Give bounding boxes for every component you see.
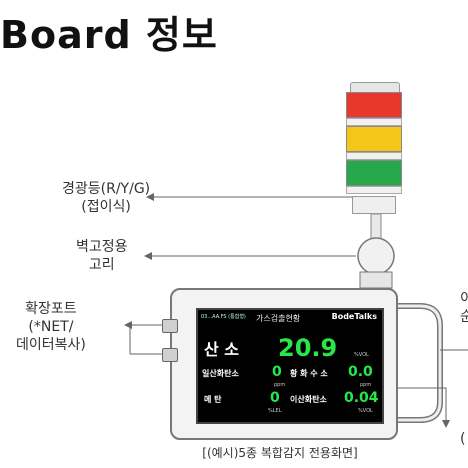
diagram-caption: [(예시)5종 복합감지 전용화면] — [202, 446, 358, 460]
gas-name-co2: 이산화탄소 — [290, 395, 327, 404]
port-label: 확장포트 (*NET/ 데이터복사) — [16, 301, 86, 353]
right-label-cut-1: 이 — [460, 291, 468, 307]
right-label-cut-2: 순 — [460, 309, 468, 325]
page-title: Board 정보 — [0, 13, 218, 57]
tower-lamp-separator — [346, 186, 402, 194]
gas-name-oxygen: 산 소 — [204, 340, 240, 359]
gas-name-methane: 메 탄 — [204, 395, 222, 404]
gas-value-methane: 0 — [270, 390, 280, 406]
tower-lamp — [344, 82, 404, 214]
right-label-cut-3: ( — [460, 431, 466, 447]
wall-hook-label: 벽고정용 고리 — [76, 239, 128, 273]
gas-name-h2s: 황 화 수 소 — [290, 369, 328, 378]
gas-name-co: 일산화탄소 — [202, 369, 239, 378]
expansion-port-bottom — [162, 348, 178, 362]
screen-title: 가스검출현황 — [256, 314, 301, 323]
gas-unit-co2: %VOL — [358, 408, 373, 414]
gas-value-h2s: 0.0 — [348, 364, 373, 380]
tower-lamp-separator — [346, 152, 402, 160]
tower-lamp-base — [352, 196, 396, 214]
device-screen: 03...AA.FS (통합형) 가스검출현황 BodeTalks 산 소 20… — [196, 308, 384, 424]
tower-lamp-yellow — [346, 126, 402, 152]
gas-value-co: 0 — [272, 364, 282, 380]
tower-lamp-separator — [346, 118, 402, 126]
tower-lamp-green — [346, 160, 402, 186]
tower-lamp-red — [346, 92, 402, 118]
gas-unit-co: ppm — [274, 382, 286, 388]
gas-unit-oxygen: %VOL — [354, 352, 369, 358]
gas-unit-methane: %LEL — [268, 408, 282, 414]
screen-logo: BodeTalks — [331, 312, 377, 321]
tower-lamp-label: 경광등(R/Y/G) (접이식) — [62, 181, 151, 215]
expansion-port-top — [162, 319, 178, 333]
screen-device-id: 03...AA.FS (통합형) — [201, 314, 246, 320]
gas-value-co2: 0.04 — [344, 390, 379, 406]
gas-value-oxygen: 20.9 — [278, 334, 338, 362]
gas-unit-h2s: ppm — [360, 382, 372, 388]
